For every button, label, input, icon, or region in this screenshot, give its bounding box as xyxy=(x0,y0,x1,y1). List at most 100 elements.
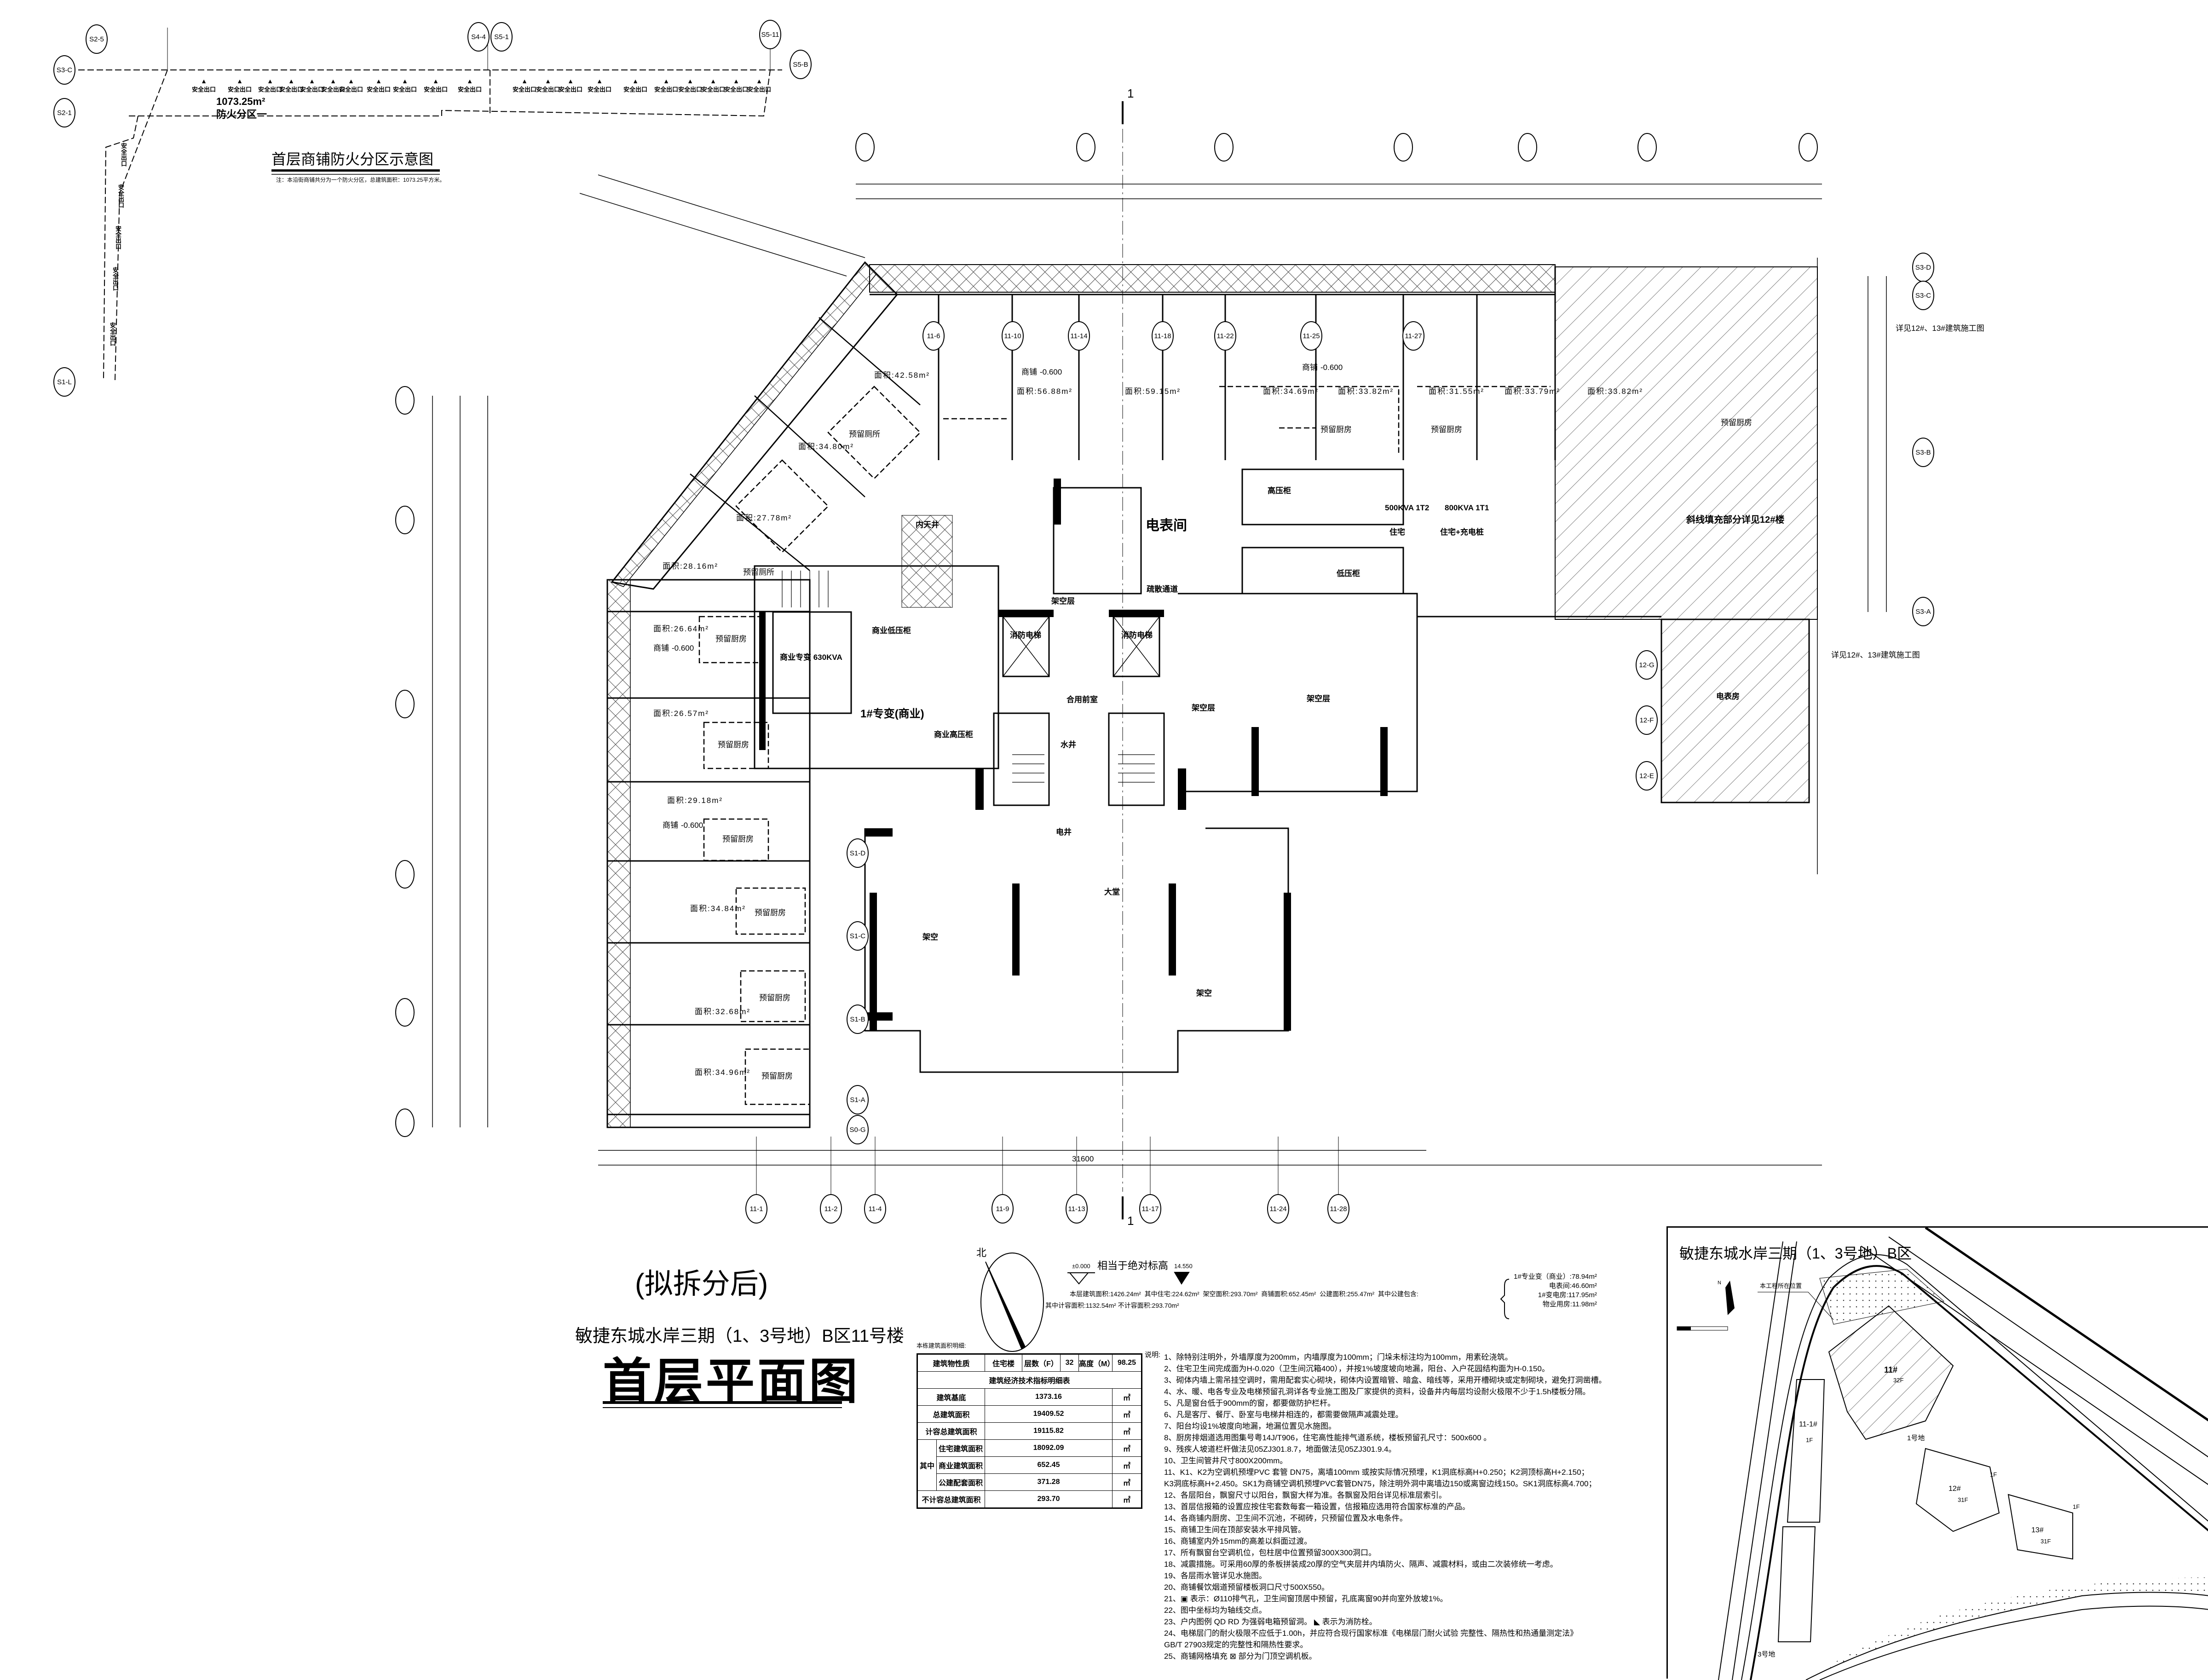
key-plan-location-label: 本工程所在位置 xyxy=(1760,1282,1802,1289)
axis-bubble-bottom: 11-17 xyxy=(1139,1194,1161,1224)
hatch-note: 斜线填充部分详见12#楼 xyxy=(1686,515,1785,525)
note-line: 1、除特别注明外，外墙厚度为200mm，内墙厚度为100mm；门垛未标注均为10… xyxy=(1164,1353,1513,1362)
key-plan-building: 11-1# xyxy=(1799,1420,1817,1428)
shop-area: 面积:31.55m² xyxy=(1429,387,1485,396)
public-area: 公建面积:255.47m² xyxy=(1320,1290,1375,1298)
table-cell: 住宅楼 xyxy=(985,1354,1022,1372)
fire-zone-title: 首层商铺防火分区示意图 xyxy=(271,151,434,167)
axis-bubble-right: S3-A xyxy=(1912,597,1934,626)
exit-marker: 安全出口 xyxy=(424,77,448,93)
room-transformer-800: 800KVA 1T1 xyxy=(1445,503,1489,512)
key-plan-floors: 1F xyxy=(1990,1471,1997,1478)
table-cell: ㎡ xyxy=(1112,1422,1142,1440)
public-includes: 其中公建包含: xyxy=(1378,1290,1418,1298)
exit-marker: 安全出口 xyxy=(109,322,116,346)
area-summary-line1: 本层建筑面积:1426.24m² 其中住宅:224.62m² 架空面积:293.… xyxy=(1070,1291,1418,1297)
note-line: 13、首层信报箱的设置应按住宅套数每套一箱设置，信报箱应选用符合国家标准的产品。 xyxy=(1164,1502,1470,1511)
table-cell: 计容总建筑面积 xyxy=(917,1422,985,1440)
shop-area: 面积:56.88m² xyxy=(1017,387,1073,396)
shop-label: 商铺 xyxy=(1302,363,1318,372)
table-cell: ㎡ xyxy=(1112,1473,1142,1491)
shop-area: 面积:29.18m² xyxy=(667,796,723,805)
axis-bubble-bottom: 11-9 xyxy=(992,1194,1014,1224)
axis-bubble: S5-1 xyxy=(490,22,513,52)
room-lobby: 大堂 xyxy=(1104,888,1120,896)
exit-marker: 安全出口 xyxy=(258,77,282,93)
shop-area-total: 商铺面积:652.45m² xyxy=(1261,1290,1316,1298)
room-stilt-floor: 架空层 xyxy=(1051,597,1075,606)
table-cell: 32 xyxy=(1060,1354,1079,1372)
note-line: 6、凡是客厅、餐厅、卧室与电梯井相连的，都需要做隔声减震处理。 xyxy=(1164,1410,1403,1419)
axis-bubble-left: S1-B xyxy=(847,1005,869,1034)
room-fire-elevator: 消防电梯 xyxy=(1010,631,1041,640)
note-line: 9、残疾人坡道栏杆做法见05ZJ301.8.7，地面做法见05ZJ301.9.4… xyxy=(1164,1445,1396,1454)
table-cell: ㎡ xyxy=(1112,1405,1142,1423)
reference-note: 详见12#、13#建筑施工图 xyxy=(1831,651,1920,659)
room-meter-house: 电表房 xyxy=(1716,692,1740,701)
axis-bubble-top: 11-27 xyxy=(1402,321,1424,351)
table-cell: 652.45 xyxy=(985,1456,1113,1474)
key-plan-site: 1号地 xyxy=(1907,1434,1925,1442)
note-line: K3洞底标高H+2.450。SK1为商铺空调机预埋PVC套管DN75，除注明外洞… xyxy=(1164,1479,1597,1488)
shop-elevation: -0.600 xyxy=(672,644,694,652)
table-cell: 19115.82 xyxy=(985,1422,1113,1440)
reserved-toilet-label: 预留厕所 xyxy=(849,430,880,439)
shop-area: 面积:26.64m² xyxy=(653,624,709,633)
table-row: 建筑物性质 住宅楼 层数（F） 32 高度（M） 98.25 xyxy=(917,1354,1142,1372)
dimension-lines xyxy=(432,174,1887,1166)
table-cell: ㎡ xyxy=(1112,1490,1142,1508)
room-stilt: 架空 xyxy=(922,933,938,941)
key-plan-floors: 31F xyxy=(2041,1538,2051,1545)
table-cell: 商业建筑面积 xyxy=(936,1456,985,1474)
key-plan: 敏捷东城水岸三期（1、3号地）B区 本工程所在位置 N 11# 11-1# 12… xyxy=(1666,1226,2208,1680)
table-cell: 总建筑面积 xyxy=(917,1405,985,1423)
note-line: 3、砌体内墙上需吊挂空调时，需用配套实心砌块，砌体内设置暗管、暗盒、暗线等，采用… xyxy=(1164,1376,1607,1385)
drawing-status: (拟拆分后) xyxy=(635,1268,768,1300)
counted-area: 其中计容面积:1132.54m² xyxy=(1045,1302,1116,1309)
key-plan-drawing xyxy=(1677,1228,2208,1680)
exit-marker: 安全出口 xyxy=(112,267,119,291)
axis-bubble-top: 11-14 xyxy=(1068,321,1090,351)
table-cell: 不计容总建筑面积 xyxy=(917,1490,985,1508)
axis-bubbles-decor xyxy=(395,133,1818,1137)
public-item: 电表间:46.60m² xyxy=(1549,1282,1597,1290)
note-line: 10、卫生间管井尺寸800X200mm。 xyxy=(1164,1456,1288,1465)
exit-marker: 安全出口 xyxy=(458,77,482,93)
room-comm-transformer: 商业专变 630KVA xyxy=(780,653,842,662)
reserved-kitchen-label: 预留厨房 xyxy=(715,635,747,643)
note-line: 21、▣ 表示：Ø110排气孔，卫生间窗顶居中预留，孔底离窗90并向室外放坡1%… xyxy=(1164,1594,1448,1603)
axis-bubble: S5-B xyxy=(790,50,812,79)
key-plan-building: 11# xyxy=(1884,1365,1898,1374)
shop-elevation: -0.600 xyxy=(1040,368,1062,376)
shop-area: 面积:27.78m² xyxy=(736,514,792,522)
note-line: 16、商铺室内外15mm的高差以斜面过渡。 xyxy=(1164,1537,1312,1546)
shop-area: 面积:33.79m² xyxy=(1505,387,1561,396)
room-courtyard: 内天井 xyxy=(916,520,939,529)
table-cell: 其中 xyxy=(917,1439,937,1491)
axis-bubble-top: 11-22 xyxy=(1214,321,1236,351)
key-plan-floors: 31F xyxy=(1958,1496,1968,1503)
fire-zone-note: 注：本沿街商铺共分为一个防火分区，总建筑面积：1073.25平方米。 xyxy=(276,177,445,183)
exit-marker: 安全出口 xyxy=(228,77,252,93)
residential-area: 其中住宅:224.62m² xyxy=(1144,1290,1199,1298)
elevation-absolute: 14.550 xyxy=(1174,1263,1193,1270)
axis-bubble-right: 12-F xyxy=(1636,705,1658,735)
elevation-zero: ±0.000 xyxy=(1072,1263,1090,1270)
table-cell: 98.25 xyxy=(1112,1354,1142,1372)
exit-marker: 安全出口 xyxy=(120,143,127,167)
north-arrow xyxy=(980,1253,1044,1352)
exit-marker: 安全出口 xyxy=(536,77,560,93)
axis-bubble-left: S1-C xyxy=(847,921,869,951)
reserved-kitchen-label: 预留厨房 xyxy=(755,908,786,917)
exit-marker: 安全出口 xyxy=(588,77,611,93)
reserved-toilet-label: 预留厕所 xyxy=(743,568,774,577)
axis-bubble-right: S3-D xyxy=(1912,253,1934,282)
table-cell: 建筑基底 xyxy=(917,1388,985,1406)
key-plan-floors: 32F xyxy=(1893,1377,1904,1384)
note-line: 11、K1、K2为空调机预埋PVC 套管 DN75，离墙100mm 或按实际情况… xyxy=(1164,1468,1589,1477)
reserved-kitchen-label: 预留厨房 xyxy=(718,740,749,749)
shop-label: 商铺 xyxy=(653,644,669,652)
